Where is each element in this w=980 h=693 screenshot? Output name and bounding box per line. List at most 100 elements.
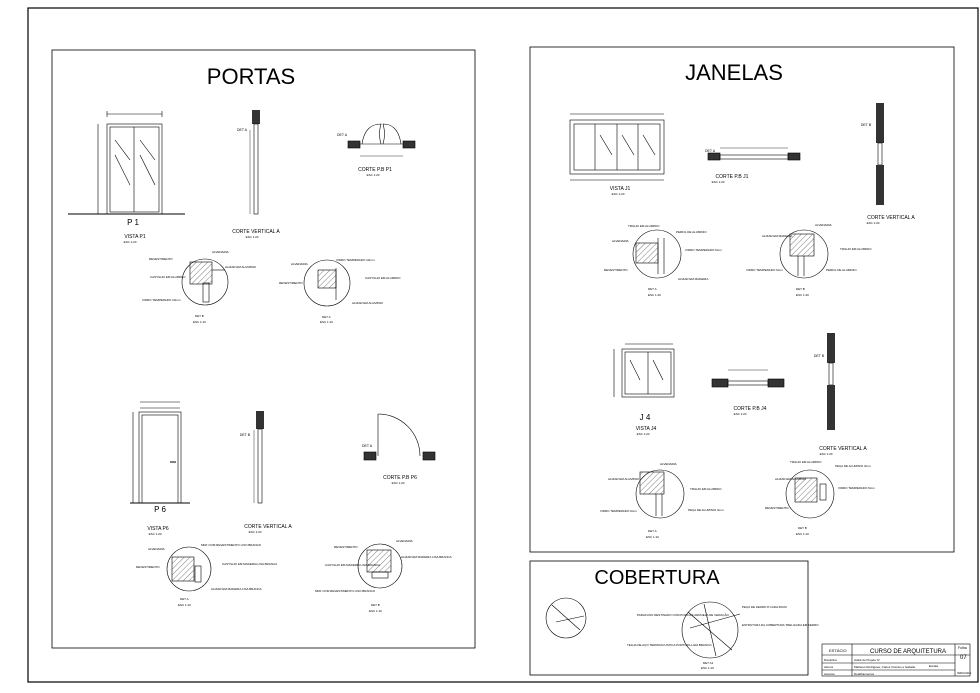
j4-corte-pb-scale: ESC 1:20 <box>734 412 747 416</box>
j1-deta-note-4: REVESTIMENTO <box>604 268 628 272</box>
j1-vert-det-b: DET B <box>861 123 872 127</box>
p6-deta-note-2: REVESTIMENTO <box>136 565 160 569</box>
p6-deta-note-0: ALVENARIA <box>148 547 165 551</box>
title-block-row-0-value: Ateliê de Projeto IV <box>854 658 880 662</box>
j4-detb-note-4: REVESTIMENTO <box>765 506 789 510</box>
title-block-escala-value: INDICADA <box>957 671 971 675</box>
p6-detb-note-3: CASTILHO EM MADEIRA LISA BRANCA <box>325 563 380 567</box>
j1-detail-a-drawing <box>632 229 682 279</box>
j4-detb-note-1: PEÇA DE ALUMINIO 3mm <box>835 464 871 468</box>
vista-j1-label: VISTA J1 <box>610 186 631 192</box>
p1-detb-note-4: VIDRO TEMPERADO 10mm <box>142 298 181 302</box>
p6-detb-note-4: MDF COM REVESTIMENTO LISO BRANCO <box>315 589 376 593</box>
j1-plan-cut-drawing <box>707 147 801 161</box>
p6-corte-pb-label: CORTE P.B P6 <box>383 475 417 481</box>
j1-plan-det-a: DET A <box>705 149 716 153</box>
j1-corte-pb-scale: ESC 1:20 <box>712 180 725 184</box>
cobertura-panel: COBERTURA PARAFUSO DESTINADO COM PORCA E… <box>529 560 819 676</box>
j4-deta-note-4: PEÇA DE ALUMINIO 3mm <box>688 508 724 512</box>
j4-detb-note-3: VIDRO TEMPERADO 6mm <box>838 486 875 490</box>
title-block-folha-label: Folha <box>958 646 967 650</box>
p1-detail-b-drawing <box>181 258 229 306</box>
p1-detb-note-0: REVESTIMENTO <box>149 257 173 261</box>
j4-tag: J 4 <box>640 413 651 422</box>
title-block-row-2-label: Assunto <box>824 672 835 676</box>
p1-plan-cut-drawing <box>347 123 416 157</box>
p1-deta-note-0: ALVENARIA <box>291 262 308 266</box>
title-block-row-0-label: Disciplina <box>824 658 837 662</box>
j4-deta-note-2: TRILHO EM ALUMINIO <box>690 487 722 491</box>
p1-corte-pb-scale: ESC 1:20 <box>367 173 380 177</box>
p6-deta-note-3: CASTILHO EM MADEIRA LISA BRANCA <box>222 562 277 566</box>
j1-detb-note-4: PERFIL DE ALUMINIO <box>826 268 857 272</box>
j1-detb-title: DET B <box>796 287 805 291</box>
cobertura-note-0: PARAFUSO DESTINADO COM PORCA E ARRUELA D… <box>637 612 729 617</box>
j1-vertical-cut-drawing <box>876 103 884 205</box>
vista-j4-label: VISTA J4 <box>636 426 657 432</box>
vista-j1-scale: ESC 1:20 <box>612 192 625 196</box>
p6-deta-scale: ESC 1:10 <box>178 603 191 607</box>
vista-p6-scale: ESC 1:20 <box>149 532 162 536</box>
title-block-row-1-value: Matheus Rodrigues, Carlos Vinícius e Isa… <box>854 665 916 669</box>
cobertura-note-3: TELHA DE AÇO TERMOACUSTICA PORTOFILL EM … <box>627 643 712 647</box>
j1-detb-scale: ESC 1:20 <box>796 293 809 297</box>
p6-tag: P 6 <box>154 505 166 514</box>
p6-deta-note-1: MDF COM REVESTIMENTO LISO BRANCO <box>201 543 262 547</box>
j1-detail-b-drawing <box>779 229 829 279</box>
j1-deta-note-0: TRILHO EM ALUMINIO <box>628 224 660 228</box>
p1-deta-note-3: CASTILHO EM ALUMINIO <box>365 276 401 280</box>
j1-deta-note-2: PERFIL DE ALUMINIO <box>676 230 707 234</box>
j1-detb-note-1: ALIZAR EM MADEIRA <box>762 234 792 238</box>
vista-p6-label: VISTA P6 <box>147 526 169 532</box>
j4-detb-title: DET B <box>798 526 807 530</box>
cobertura-note-2: ESTRUTURA DA COBERTURA TRELIÇADA EM FERR… <box>742 623 819 627</box>
p1-detail-a-drawing <box>303 259 351 307</box>
title-block-row-1-label: Alunos <box>824 665 834 669</box>
portas-title: PORTAS <box>207 64 295 89</box>
p6-corte-vertical-scale: ESC 1:20 <box>249 530 262 534</box>
p6-vertical-cut-drawing <box>253 411 264 504</box>
p1-detb-scale: ESC 1:10 <box>193 320 206 324</box>
j1-deta-scale: ESC 1:20 <box>648 293 661 297</box>
j4-detail-b-drawing <box>785 469 835 519</box>
portas-panel: PORTAS P 1 VISTA P1 ESC 1:20 DET A CORTE… <box>51 49 476 649</box>
p6-detb-note-1: ALVENARIA <box>396 539 413 543</box>
j4-vertical-cut-drawing <box>827 333 835 430</box>
vista-p1-scale: ESC 1:20 <box>124 240 137 244</box>
p1-corte-pb-label: CORTE P.B P1 <box>358 167 392 173</box>
p1-deta-title: DET A <box>322 315 331 319</box>
j1-detb-note-2: TRILHO EM ALUMINIO <box>840 247 872 251</box>
j4-deta-scale: ESC 1:10 <box>646 535 659 539</box>
p6-detail-b-drawing <box>357 543 403 589</box>
j4-corte-vertical-label: CORTE VERTICAL A <box>819 446 867 452</box>
p6-deta-title: DET A <box>180 597 189 601</box>
vista-j4-scale: ESC 1:20 <box>637 432 650 436</box>
j4-vert-det-b: DET B <box>814 354 825 358</box>
j4-deta-title: DET A <box>648 529 657 533</box>
janelas-panel: JANELAS VISTA J1 ESC 1:20 DET A CORTE P.… <box>529 46 955 553</box>
p6-corte-vertical-label: CORTE VERTICAL A <box>244 524 292 530</box>
j1-deta-note-1: ALVENARIA <box>612 239 629 243</box>
p6-detail-a-drawing <box>166 546 212 592</box>
p1-corte-vertical-scale: ESC 1:20 <box>246 235 259 239</box>
p1-detb-title: DET B <box>195 314 204 318</box>
title-block-escala-label: Escala <box>929 664 938 668</box>
title-block <box>821 643 971 677</box>
p6-detb-note-0: REVESTIMENTO <box>334 545 358 549</box>
p6-detb-note-2: ALIZAR EM MADEIRA LISA BRANCA <box>401 555 452 559</box>
p6-elevation-drawing <box>130 401 190 504</box>
sheet-frame <box>27 7 979 683</box>
j4-detb-scale: ESC 1:10 <box>796 532 809 536</box>
j1-corte-vertical-scale: ESC 1:20 <box>867 221 880 225</box>
p1-deta-note-1: VIDRO TEMPERADO 10mm <box>336 258 375 262</box>
p6-plan-cut-drawing <box>363 413 436 461</box>
p6-detb-scale: ESC 1:10 <box>369 609 382 613</box>
j4-corte-vertical-scale: ESC 1:20 <box>820 452 833 456</box>
p1-vertical-cut-drawing <box>249 110 260 215</box>
cobertura-det-title: DET A1 <box>703 661 714 665</box>
p1-detb-note-1: ALVENARIA <box>212 250 229 254</box>
vista-p1-label: VISTA P1 <box>124 234 146 240</box>
j4-detb-note-0: TRILHO EM ALUMINIO <box>790 460 822 464</box>
j1-corte-pb-label: CORTE P.B J1 <box>716 174 749 180</box>
p1-deta-note-2: REVESTIMENTO <box>279 281 303 285</box>
